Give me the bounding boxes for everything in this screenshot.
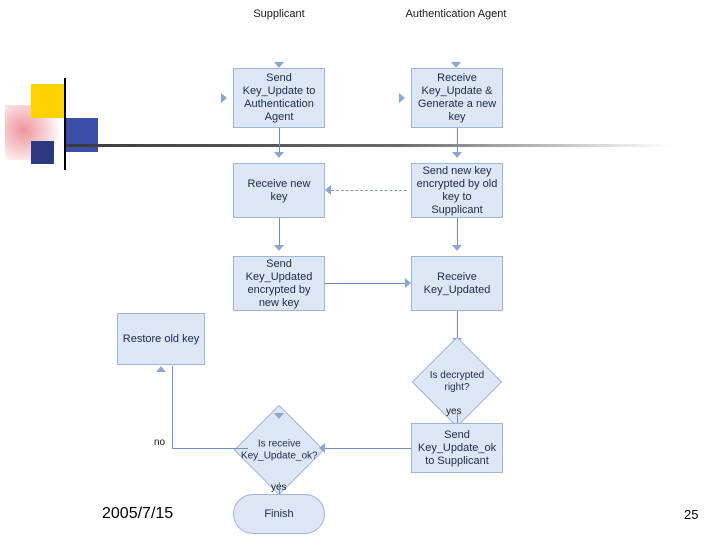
decorative-vertical-rule <box>64 78 66 170</box>
connector-send-ok-to-decision <box>325 448 411 449</box>
arrow-into-restore-old-key <box>156 366 166 372</box>
connector-agent-r2-r3 <box>457 218 458 246</box>
arrow-into-receive-new-key-horizontal <box>325 185 331 195</box>
slide-page-number: 25 <box>684 507 699 522</box>
connector-decision-to-send-ok <box>457 414 458 426</box>
arrow-into-is-receive-ok-horizontal <box>319 443 325 453</box>
connector-agent-r3-decision <box>457 311 458 339</box>
connector-send-new-key-to-receive-new-key <box>331 190 407 191</box>
arrow-marker-left-row1b <box>399 93 405 103</box>
column-heading-authentication-agent: Authentication Agent <box>405 8 507 20</box>
decorative-yellow-square <box>31 84 65 118</box>
connector-supplicant-r2-r3 <box>279 218 280 246</box>
node-send-key-updated-encrypted[interactable]: Send Key_Updated encrypted by new key <box>233 256 325 311</box>
connector-decision-to-finish <box>279 482 280 494</box>
arrow-into-receive-key-update <box>451 62 461 68</box>
connector-supplicant-r1-r2 <box>279 128 280 154</box>
node-receive-key-update-generate[interactable]: Receive Key_Update & Generate a new key <box>411 68 503 128</box>
decorative-horizontal-rule <box>66 144 670 147</box>
node-send-key-update[interactable]: Send Key_Update to Authentication Agent <box>233 68 325 128</box>
edge-label-no-receive: no <box>154 437 166 448</box>
edge-label-yes-decrypted: yes <box>446 406 462 417</box>
column-heading-supplicant: Supplicant <box>253 8 305 20</box>
arrow-marker-left-row1 <box>221 93 227 103</box>
arrow-into-receive-key-updated-horizontal <box>405 278 411 288</box>
arrow-into-receive-key-updated <box>452 245 462 251</box>
connector-send-key-updated-to-receive <box>325 283 405 284</box>
node-receive-new-key[interactable]: Receive new key <box>233 163 325 218</box>
node-receive-key-updated[interactable]: Receive Key_Updated <box>411 256 503 311</box>
node-is-receive-key-update-ok-label: Is receive Key_Update_ok? <box>240 438 318 461</box>
decorative-navy-square <box>31 141 54 164</box>
connector-no-branch <box>172 448 248 449</box>
node-send-new-key-encrypted[interactable]: Send new key encrypted by old key to Sup… <box>411 163 503 218</box>
slide-date: 2005/7/15 <box>102 505 174 522</box>
node-is-decrypted-right-label: Is decrypted right? <box>429 370 485 393</box>
arrow-into-send-key-update <box>274 62 284 68</box>
arrow-into-receive-new-key <box>274 152 284 158</box>
arrow-into-is-receive-key-update-ok <box>274 413 284 419</box>
node-finish[interactable]: Finish <box>233 494 325 534</box>
connector-agent-r1-r2 <box>457 128 458 154</box>
edge-label-yes-receive: yes <box>271 482 287 493</box>
node-restore-old-key[interactable]: Restore old key <box>117 313 205 365</box>
arrow-into-send-key-updated <box>274 245 284 251</box>
arrow-into-send-new-key <box>452 152 462 158</box>
node-send-key-update-ok[interactable]: Send Key_Update_ok to Supplicant <box>411 423 503 473</box>
connector-no-branch-up <box>172 366 173 448</box>
